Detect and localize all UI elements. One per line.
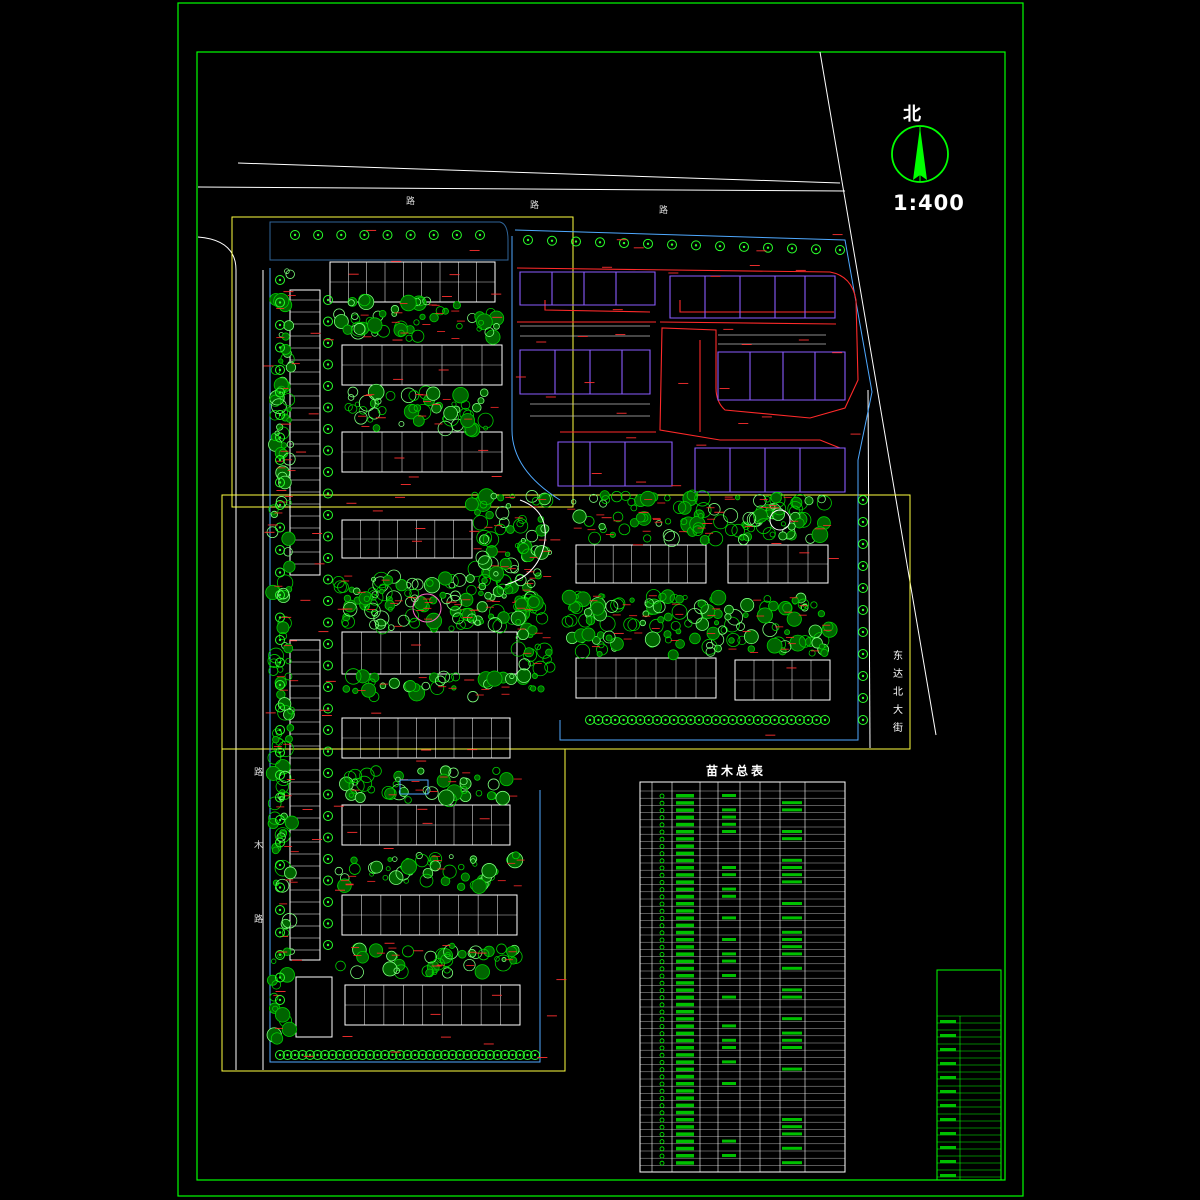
planting-zone-1 xyxy=(344,383,499,438)
west-strip-0 xyxy=(289,289,321,576)
inner-west-hedge xyxy=(323,295,333,950)
building-4 xyxy=(341,717,511,759)
planting-zone-8 xyxy=(567,489,832,548)
east-street-label: 东 达 北 大 街 xyxy=(893,651,903,734)
west-road-char-3: 路 xyxy=(254,915,264,925)
building-3 xyxy=(341,631,518,675)
building-11 xyxy=(734,659,831,701)
building-6 xyxy=(341,894,518,936)
top-road-char-3: 路 xyxy=(659,206,669,216)
building-10 xyxy=(575,657,717,699)
planting-zone-7 xyxy=(335,942,523,980)
west-tree-row xyxy=(275,275,285,1005)
north-tree-row-b xyxy=(523,235,845,255)
planting-zone-6 xyxy=(334,851,525,894)
west-road-char-1: 路 xyxy=(254,768,264,778)
building-2 xyxy=(341,519,473,559)
building-7 xyxy=(344,984,521,1026)
east-tree-row xyxy=(858,495,868,725)
red-annotations xyxy=(263,229,861,1058)
plant-schedule-table xyxy=(639,781,846,1173)
planting-zone-10 xyxy=(464,488,554,595)
planting-zone-0 xyxy=(333,293,505,345)
planting-zone-5 xyxy=(339,765,522,808)
planting-zone-12 xyxy=(265,268,300,603)
street-trees xyxy=(275,230,868,1060)
inner-hedge-row xyxy=(585,715,830,725)
roads xyxy=(197,51,937,1070)
top-road-char-1: 路 xyxy=(406,197,416,207)
outer-frame xyxy=(177,2,1024,1197)
top-road-char-2: 路 xyxy=(530,201,540,211)
north-arrow xyxy=(891,125,949,183)
north-tree-row-a xyxy=(290,230,485,240)
west-strip-1 xyxy=(289,639,321,961)
scale-label: 1:400 xyxy=(893,191,965,215)
round-plaza xyxy=(769,509,791,531)
inner-frame xyxy=(196,51,1006,1181)
pool xyxy=(399,779,429,795)
utility-building xyxy=(295,976,333,1038)
landscape-vegetation xyxy=(265,268,838,1045)
building-9 xyxy=(727,544,829,584)
south-hedge-row xyxy=(275,1050,540,1060)
north-label: 北 xyxy=(903,104,921,125)
title-block xyxy=(936,969,1002,1181)
central-garden-path xyxy=(504,499,546,586)
building-0 xyxy=(341,344,503,386)
plant-table-title: 苗木总表 xyxy=(706,764,767,778)
apartment-blocks xyxy=(289,261,831,1038)
boundary-lines xyxy=(221,216,911,1072)
planting-zone-9 xyxy=(561,589,838,661)
building-1 xyxy=(341,431,503,473)
internal-roads xyxy=(516,267,859,449)
building-5 xyxy=(341,804,511,846)
planting-zone-4 xyxy=(342,668,532,703)
building-8 xyxy=(575,544,707,584)
planting-zone-13 xyxy=(265,616,299,1045)
planting-zone-11 xyxy=(510,594,556,693)
parking-bays xyxy=(520,325,826,417)
plaza-circle xyxy=(412,593,442,623)
west-road-char-2: 木 xyxy=(254,841,264,851)
existing-buildings xyxy=(519,271,846,493)
